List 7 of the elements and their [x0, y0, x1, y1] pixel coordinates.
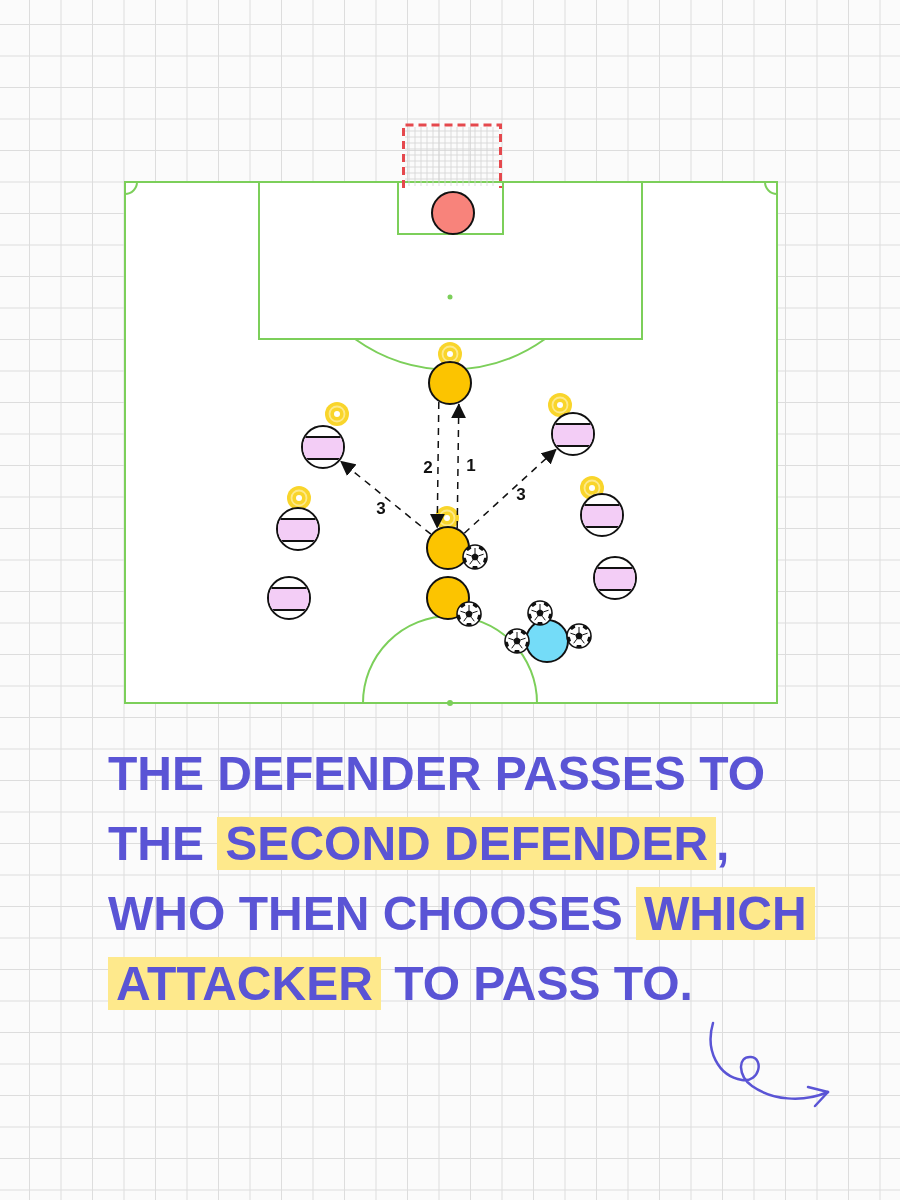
caption-text: THE DEFENDER PASSES TO THE SECOND DEFENDER, WHO THEN CHOOSES WHICH ATTACKER TO PASS TO.: [108, 739, 833, 1019]
edge-label: 2: [423, 458, 433, 476]
edge-label: 3: [376, 499, 386, 517]
pass-arrow: [463, 448, 558, 534]
edge-label: 1: [466, 456, 476, 474]
edge-label: 3: [516, 485, 526, 503]
pass-arrow: [339, 460, 432, 535]
